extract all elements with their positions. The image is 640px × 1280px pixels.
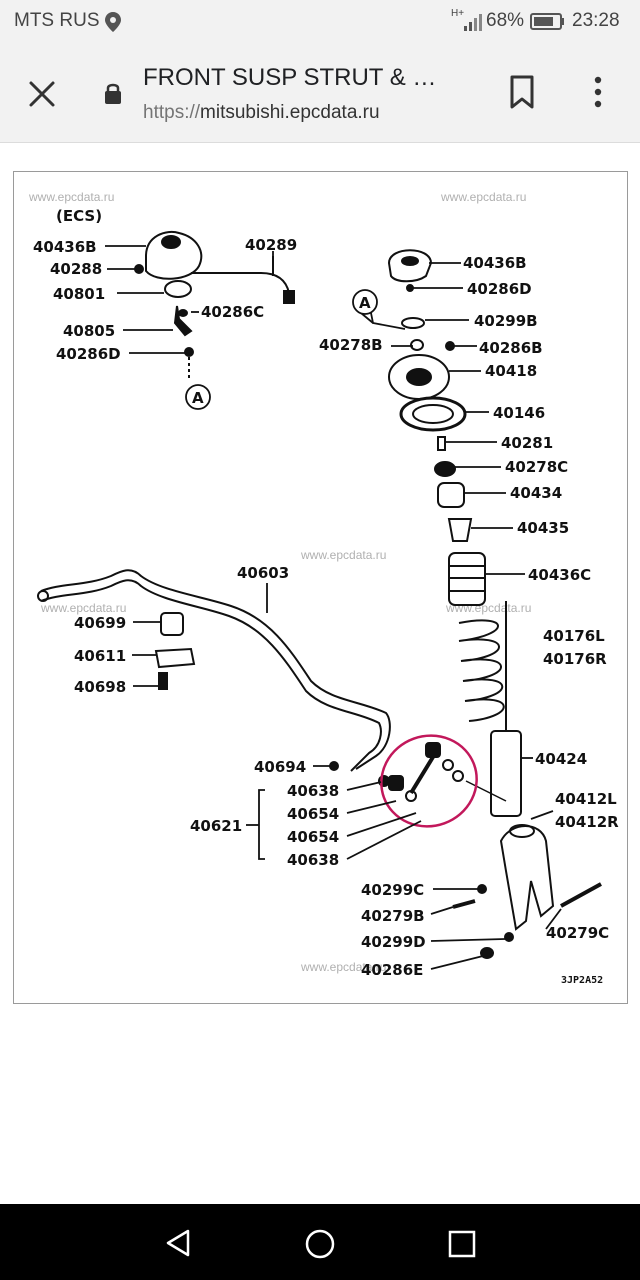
part-label[interactable]: 40698	[74, 678, 126, 696]
part-label[interactable]: 40286B	[479, 339, 543, 357]
part-label[interactable]: 40288	[50, 260, 102, 278]
strut-assembly	[387, 249, 602, 959]
part-label[interactable]: 40412R	[555, 813, 619, 831]
url-host: mitsubishi.epcdata.ru	[200, 102, 380, 123]
part-label[interactable]: 40289	[245, 236, 297, 254]
part-label[interactable]: 40286C	[201, 303, 264, 321]
part-label[interactable]: 40286D	[467, 280, 532, 298]
watermark: www.epcdata.ru	[28, 190, 114, 204]
part-label[interactable]: 40654	[287, 828, 339, 846]
lock-icon	[105, 83, 121, 104]
parts-diagram-svg: www.epcdata.ru www.epcdata.ru www.epcdat…	[28, 190, 619, 986]
part-label[interactable]: 40279C	[546, 924, 609, 942]
part-label[interactable]: 40638	[287, 851, 339, 869]
ecs-label: (ECS)	[56, 207, 102, 225]
page-title[interactable]: FRONT SUSP STRUT & …	[143, 64, 437, 91]
part-label[interactable]: 40299D	[361, 933, 426, 951]
stabilizer-link	[378, 742, 507, 802]
part-label[interactable]: 40434	[510, 484, 562, 502]
part-label[interactable]: 40699	[74, 614, 126, 632]
battery-percent: 68%	[486, 10, 525, 31]
battery-icon	[530, 13, 564, 30]
home-icon[interactable]	[304, 1228, 336, 1260]
part-label[interactable]: 40412L	[555, 790, 617, 808]
status-bar: MTS RUS H+ 68% 23:28	[0, 0, 640, 44]
part-label[interactable]: 40146	[493, 404, 545, 422]
part-label[interactable]: 40278C	[505, 458, 568, 476]
navigation-bar	[0, 1204, 640, 1280]
leader-lines	[360, 262, 562, 970]
carrier-label: MTS RUS	[14, 10, 100, 31]
more-options-icon[interactable]	[590, 74, 606, 110]
part-label[interactable]: 40424	[535, 750, 587, 768]
leader-lines	[105, 245, 274, 354]
watermark: www.epcdata.ru	[300, 960, 386, 974]
close-icon[interactable]	[28, 80, 56, 108]
highlight-circle	[380, 734, 478, 828]
clock: 23:28	[572, 10, 620, 31]
location-icon	[105, 12, 121, 32]
part-label[interactable]: 40694	[254, 758, 306, 776]
leader-lines	[246, 781, 422, 860]
diagram-ref-code: 3JP2A52	[561, 975, 603, 986]
url-scheme: https://	[143, 102, 201, 123]
signal-icon	[464, 14, 482, 31]
page-url[interactable]: https://mitsubishi.epcdata.ru	[143, 102, 380, 124]
callout-a: A	[185, 384, 211, 410]
watermark: www.epcdata.ru	[40, 601, 126, 615]
part-label[interactable]: 40286E	[361, 961, 423, 979]
svg-text:A: A	[359, 294, 371, 312]
part-label[interactable]: 40278B	[319, 336, 383, 354]
part-label[interactable]: 40436C	[528, 566, 591, 584]
part-label[interactable]: 40176L	[543, 627, 605, 645]
part-label[interactable]: 40176R	[543, 650, 607, 668]
part-label[interactable]: 40418	[485, 362, 537, 380]
callout-a: A	[352, 289, 378, 315]
part-label[interactable]: 40279B	[361, 907, 425, 925]
part-label[interactable]: 40603	[237, 564, 289, 582]
part-label[interactable]: 40435	[517, 519, 569, 537]
watermark: www.epcdata.ru	[445, 601, 531, 615]
recents-icon[interactable]	[448, 1230, 476, 1258]
parts-diagram[interactable]: www.epcdata.ru www.epcdata.ru www.epcdat…	[13, 171, 628, 1004]
part-label[interactable]: 40436B	[33, 238, 97, 256]
part-label[interactable]: 40286D	[56, 345, 121, 363]
part-label[interactable]: 40299C	[361, 881, 424, 899]
part-label[interactable]: 40801	[53, 285, 105, 303]
svg-text:A: A	[192, 389, 204, 407]
ecs-strut-mount	[134, 231, 295, 381]
part-label[interactable]: 40654	[287, 805, 339, 823]
browser-toolbar: FRONT SUSP STRUT & … https://mitsubishi.…	[0, 44, 640, 143]
part-label[interactable]: 40611	[74, 647, 126, 665]
bookmark-icon[interactable]	[508, 74, 536, 110]
part-label[interactable]: 40436B	[463, 254, 527, 272]
part-label[interactable]: 40281	[501, 434, 553, 452]
back-icon[interactable]	[164, 1228, 194, 1258]
network-type: H+	[451, 8, 465, 19]
watermark: www.epcdata.ru	[440, 190, 526, 204]
part-label[interactable]: 40621	[190, 817, 242, 835]
part-label[interactable]: 40299B	[474, 312, 538, 330]
watermark: www.epcdata.ru	[300, 548, 386, 562]
part-label[interactable]: 40805	[63, 322, 115, 340]
stabilizer-bar	[37, 569, 391, 772]
leader-lines	[132, 583, 330, 767]
part-label[interactable]: 40638	[287, 782, 339, 800]
